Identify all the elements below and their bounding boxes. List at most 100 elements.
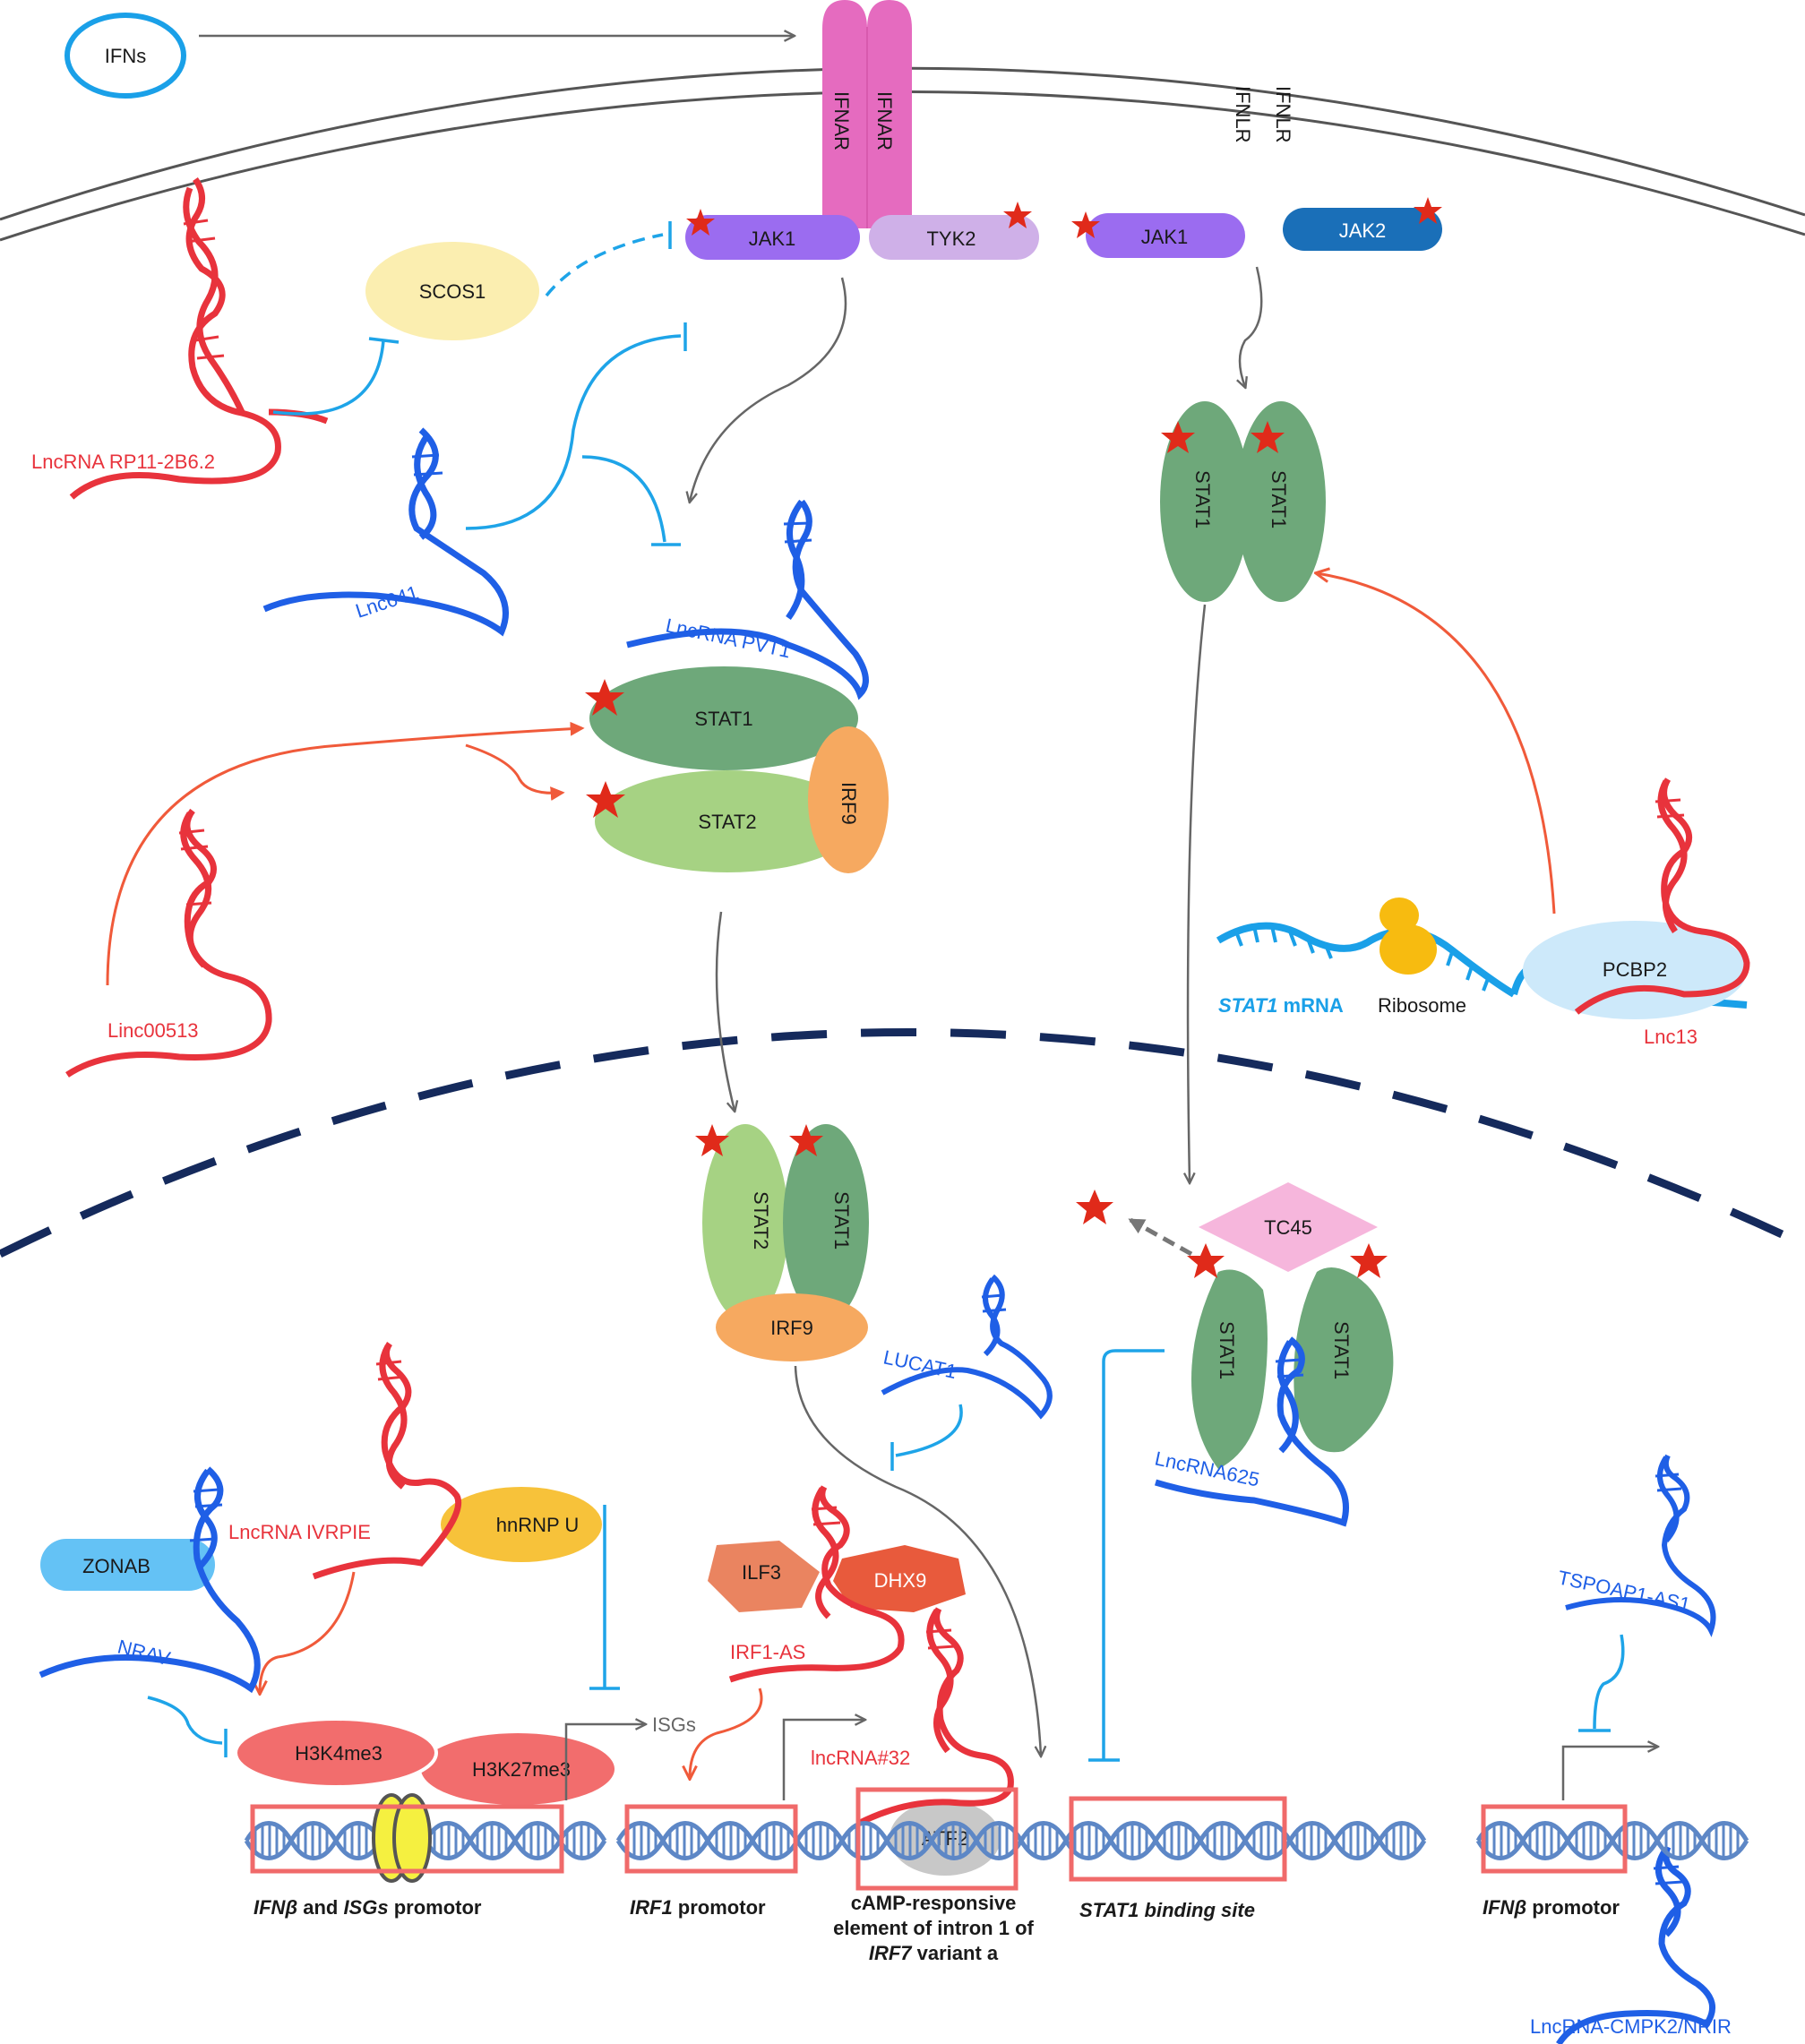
lncrna32-label: lncRNA#32	[811, 1747, 910, 1769]
phospho-star	[1414, 197, 1442, 224]
irf1as-label: IRF1-AS	[730, 1641, 805, 1663]
stat1-mrna-gene: STAT1	[1218, 994, 1277, 1017]
dna-strand-middle	[618, 1823, 1424, 1859]
ifnb-isgs-mid: and	[297, 1896, 343, 1919]
ifns-ligand	[64, 13, 186, 99]
phospho-star-large	[695, 1124, 729, 1156]
ifnb-isgs-tail: promotor	[389, 1896, 482, 1919]
ifnlr-label-right: IFNLR	[1272, 86, 1294, 143]
stat1-to-nucleus-arrow	[1188, 604, 1207, 1182]
lncrna-lncrna625	[1154, 1336, 1349, 1527]
lncrna-tspoap1-as1	[1565, 1454, 1716, 1637]
tspoap1-inhibition	[1593, 1634, 1625, 1730]
lncrna-ivrpie	[312, 1342, 462, 1580]
phospho-star	[686, 209, 715, 236]
stat1-dimer-left	[1160, 401, 1250, 602]
irf7-label-line3: IRF7 variant a	[869, 1942, 999, 1964]
irf7-element-box	[855, 1787, 1019, 1891]
dhx9	[833, 1545, 966, 1612]
ribosome-large	[1380, 924, 1437, 975]
tyk2-label: TYK2	[926, 228, 976, 250]
nucleosome	[392, 1793, 432, 1883]
linc00513-label: Linc00513	[107, 1019, 199, 1042]
irf1-transcription-arrow	[782, 1720, 864, 1800]
lncrna-irf1-as	[728, 1485, 905, 1683]
tyk2	[869, 215, 1039, 260]
ilf3	[708, 1541, 820, 1612]
isgs-gene: ISGs	[343, 1896, 388, 1919]
irf9-to-stat1-site-arrow	[794, 1365, 1041, 1756]
lncrna-pvt1	[626, 499, 869, 700]
phospho-star-large	[1187, 1243, 1225, 1278]
jak1-left-label: JAK1	[749, 228, 796, 250]
stat1-complex	[589, 666, 858, 770]
jak2-label: JAK2	[1339, 219, 1387, 242]
h3k4me3	[234, 1717, 438, 1789]
stat1-nuclear-right	[1294, 1267, 1394, 1453]
lncrna-lnc13	[1574, 777, 1750, 1015]
lncrna-32	[858, 1607, 1014, 1826]
tc45	[1199, 1182, 1378, 1272]
irf7-gene: IRF7	[869, 1942, 913, 1964]
irf1-tail: promotor	[673, 1896, 766, 1919]
ifnb-promoter-box	[1481, 1804, 1628, 1874]
irf9-complex	[808, 726, 889, 873]
stat1-dimer-right-label: STAT1	[1268, 470, 1290, 528]
ifnb-transcription-arrow	[1561, 1747, 1657, 1800]
jak2	[1283, 208, 1442, 251]
irf7-label-line2: element of intron 1 of	[833, 1917, 1034, 1939]
ribosome-label: Ribosome	[1378, 994, 1466, 1017]
irf9-complex-label: IRF9	[838, 782, 860, 825]
cmpk2-label: LncRNA-CMPK2/NRIR	[1530, 2015, 1732, 2038]
isgs-label: ISGs	[652, 1713, 696, 1736]
irf1-gene: IRF1	[630, 1896, 673, 1919]
stat1-tc-right-label: STAT1	[1330, 1321, 1353, 1379]
hnrnpu-label: hnRNP U	[496, 1514, 580, 1536]
stat1-mrna-suffix: mRNA	[1277, 994, 1343, 1017]
stat2-complex-label: STAT2	[698, 811, 756, 833]
jak1-right	[1086, 213, 1245, 258]
irf9-nuclear-label: IRF9	[770, 1317, 813, 1339]
pvt1-label: LncRNA PVT1	[664, 614, 793, 662]
lncrna-lnc641	[262, 427, 509, 637]
irf9-nuclear	[716, 1293, 868, 1361]
rp11-scos1-inhibition	[272, 339, 385, 416]
zonab-label: ZONAB	[82, 1555, 150, 1577]
phospho-star-large	[1161, 421, 1195, 453]
stat1-mrna-label: STAT1 mRNA	[1218, 994, 1344, 1017]
phospho-star-large	[1251, 421, 1285, 453]
nrav-inhibition	[147, 1696, 223, 1745]
irf7-tail: variant a	[912, 1942, 999, 1964]
zonab	[40, 1539, 215, 1591]
phospho-star	[1003, 202, 1032, 228]
jak1-right-label: JAK1	[1141, 226, 1189, 248]
tc45-dephospho-arrow	[1128, 1217, 1193, 1257]
lncrna-cmpk2-nrir	[1556, 1845, 1716, 2044]
stat1-nuclear-label: STAT1	[830, 1191, 853, 1250]
lnc13-label: Lnc13	[1644, 1026, 1698, 1048]
ilf3-label: ILF3	[742, 1561, 781, 1584]
stat1-nuclear-left	[1191, 1269, 1268, 1469]
lnc13-activation	[1317, 573, 1556, 915]
tspoap1-label: TSPOAP1-AS1	[1556, 1566, 1692, 1616]
ifnb-promoter-gene: IFNβ	[1483, 1896, 1526, 1919]
pcbp2-label: PCBP2	[1603, 958, 1667, 981]
h3k4me3-label: H3K4me3	[295, 1742, 382, 1765]
linc00513-activation	[106, 721, 585, 986]
jak1-left	[685, 215, 860, 260]
irf1-promoter-box	[624, 1804, 798, 1874]
stat1-site-inhibition	[1102, 1349, 1165, 1760]
phospho-star-large	[789, 1124, 823, 1156]
lucat1-inhibition	[895, 1404, 963, 1457]
irf7-label-line1: cAMP-responsive	[851, 1892, 1017, 1914]
ifns-label: IFNs	[105, 45, 146, 67]
irf1as-activation	[690, 1688, 763, 1778]
hnrnpu	[441, 1487, 602, 1562]
nuclear-envelope	[0, 1028, 1805, 1258]
stat2-nuclear-label: STAT2	[750, 1191, 772, 1250]
ifnlr-label-left: IFNLR	[1232, 86, 1254, 143]
lncrna-rp11-2b6-2	[69, 176, 329, 500]
dhx9-label: DHX9	[874, 1569, 927, 1592]
tc45-label: TC45	[1264, 1216, 1312, 1239]
